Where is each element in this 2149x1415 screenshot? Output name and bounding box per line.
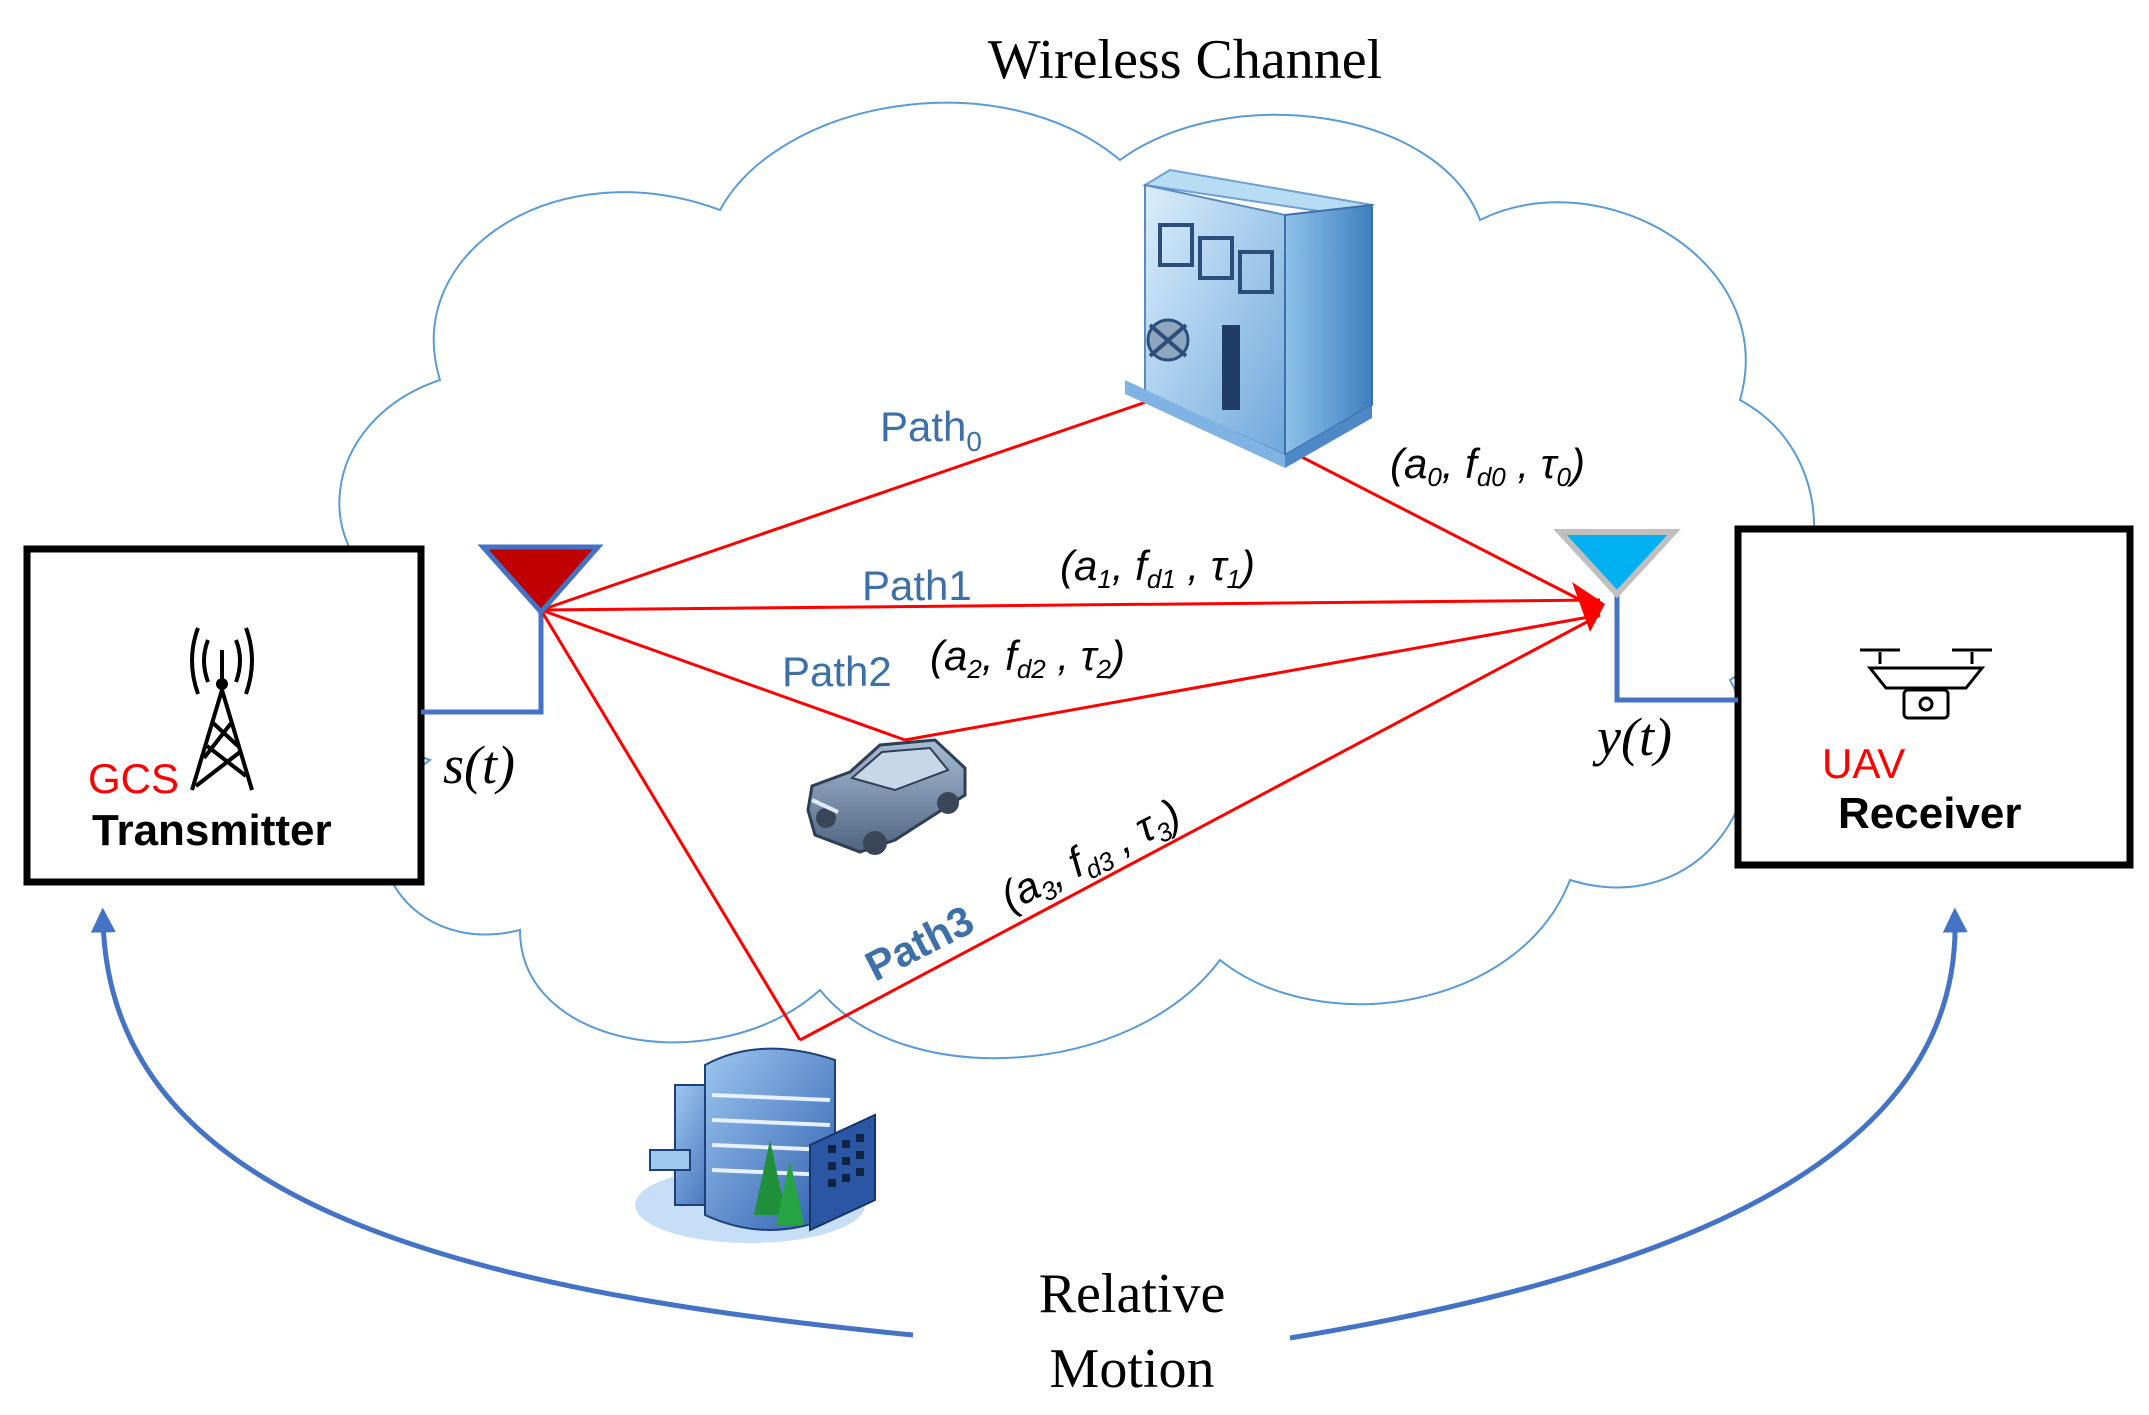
relative-motion-line1: Relative bbox=[1039, 1263, 1226, 1325]
office-building-icon bbox=[1125, 168, 1376, 468]
path-arrowhead bbox=[1572, 582, 1605, 632]
rx-signal-label: y(t) bbox=[1592, 707, 1672, 767]
receiver-box bbox=[1734, 525, 2134, 869]
radio-tower-icon bbox=[190, 627, 254, 791]
car-icon bbox=[806, 738, 967, 855]
path-0-params: (a0, fd0 , τ0) bbox=[1390, 440, 1585, 492]
tx-antenna bbox=[477, 544, 604, 616]
path-3-segment-a bbox=[539, 609, 802, 1041]
path-2-params: (a2, fd2 , τ2) bbox=[930, 632, 1125, 684]
receiver-label: Receiver bbox=[1838, 789, 2021, 838]
rx-antenna bbox=[1553, 529, 1681, 599]
path-2-label: Path2 bbox=[782, 648, 892, 695]
uav-label: UAV bbox=[1822, 740, 1905, 787]
path-2-segment-b bbox=[904, 613, 1601, 742]
transmitter-label: Transmitter bbox=[92, 806, 332, 855]
transmitter-box bbox=[23, 545, 425, 886]
motion-arrow-right bbox=[1289, 907, 1968, 1341]
path-1-line bbox=[540, 598, 1601, 612]
path-0-label: Path0 bbox=[880, 403, 982, 457]
tx-signal-label: s(t) bbox=[443, 735, 515, 795]
path-1-label: Path1 bbox=[862, 562, 972, 609]
path-3-segment-b bbox=[799, 613, 1601, 1042]
relative-motion-line2: Motion bbox=[1050, 1338, 1215, 1400]
gcs-label: GCS bbox=[88, 755, 179, 802]
diagram-title: Wireless Channel bbox=[988, 29, 1382, 91]
rx-feed-line bbox=[1614, 585, 1738, 703]
city-building-icon bbox=[635, 1047, 876, 1243]
drone-icon bbox=[1860, 648, 1992, 720]
path-2-segment-a bbox=[540, 608, 906, 742]
tx-feed-line bbox=[421, 610, 544, 715]
motion-arrow-left bbox=[90, 907, 914, 1338]
path-0-segment-a bbox=[540, 390, 1176, 612]
